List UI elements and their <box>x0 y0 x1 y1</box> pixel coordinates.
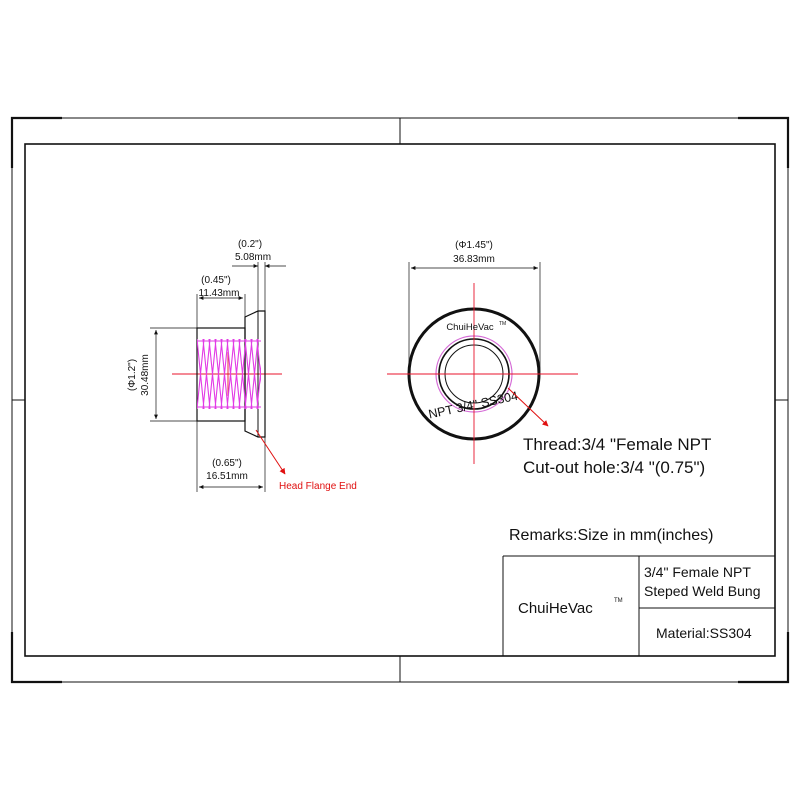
front-view: (Φ1.45") 36.83mm ChuiHeVac TM NPT 3/4" S… <box>387 240 711 477</box>
dim-thread-mm: 11.43mm <box>199 288 240 299</box>
dim-dia-mm: 30.48mm <box>140 354 151 396</box>
front-center-lines <box>387 283 578 464</box>
dim-flange-in: (0.2") <box>238 239 262 250</box>
thread-note: Thread:3/4 "Female NPT <box>523 435 711 454</box>
thread-pattern <box>197 339 261 409</box>
dim-thread-in: (0.45") <box>201 275 231 286</box>
dim-length-in: (0.65") <box>212 458 242 469</box>
sheet-border <box>10 116 790 684</box>
side-view: (0.2") 5.08mm (0.45") 11.43mm (Φ1.2") 30… <box>127 239 357 492</box>
title-brand: ChuiHeVac <box>518 600 593 617</box>
stamp-brand: ChuiHeVac <box>446 322 494 333</box>
flange-callout-arrow <box>255 429 286 475</box>
part-line-2: Steped Weld Bung <box>644 583 761 599</box>
material: Material:SS304 <box>656 625 752 641</box>
dim-length-mm: 16.51mm <box>206 471 248 482</box>
front-dim-mm: 36.83mm <box>453 254 495 265</box>
part-line-1: 3/4" Female NPT <box>644 564 751 580</box>
title-brand-tm: TM <box>614 598 623 604</box>
thread-callout-arrow <box>507 387 549 427</box>
logo-stamp: ChuiHeVac TM <box>446 321 506 333</box>
dim-flange-mm: 5.08mm <box>235 252 271 263</box>
flange-note: Head Flange End <box>279 481 357 492</box>
side-center-lines <box>172 352 282 396</box>
front-dim-in: (Φ1.45") <box>455 240 493 251</box>
cutout-note: Cut-out hole:3/4 "(0.75") <box>523 458 705 477</box>
stamp-brand-tm: TM <box>499 321 506 327</box>
dim-dia-in: (Φ1.2") <box>127 359 138 391</box>
remarks: Remarks:Size in mm(inches) <box>509 527 713 544</box>
title-block <box>502 555 775 656</box>
